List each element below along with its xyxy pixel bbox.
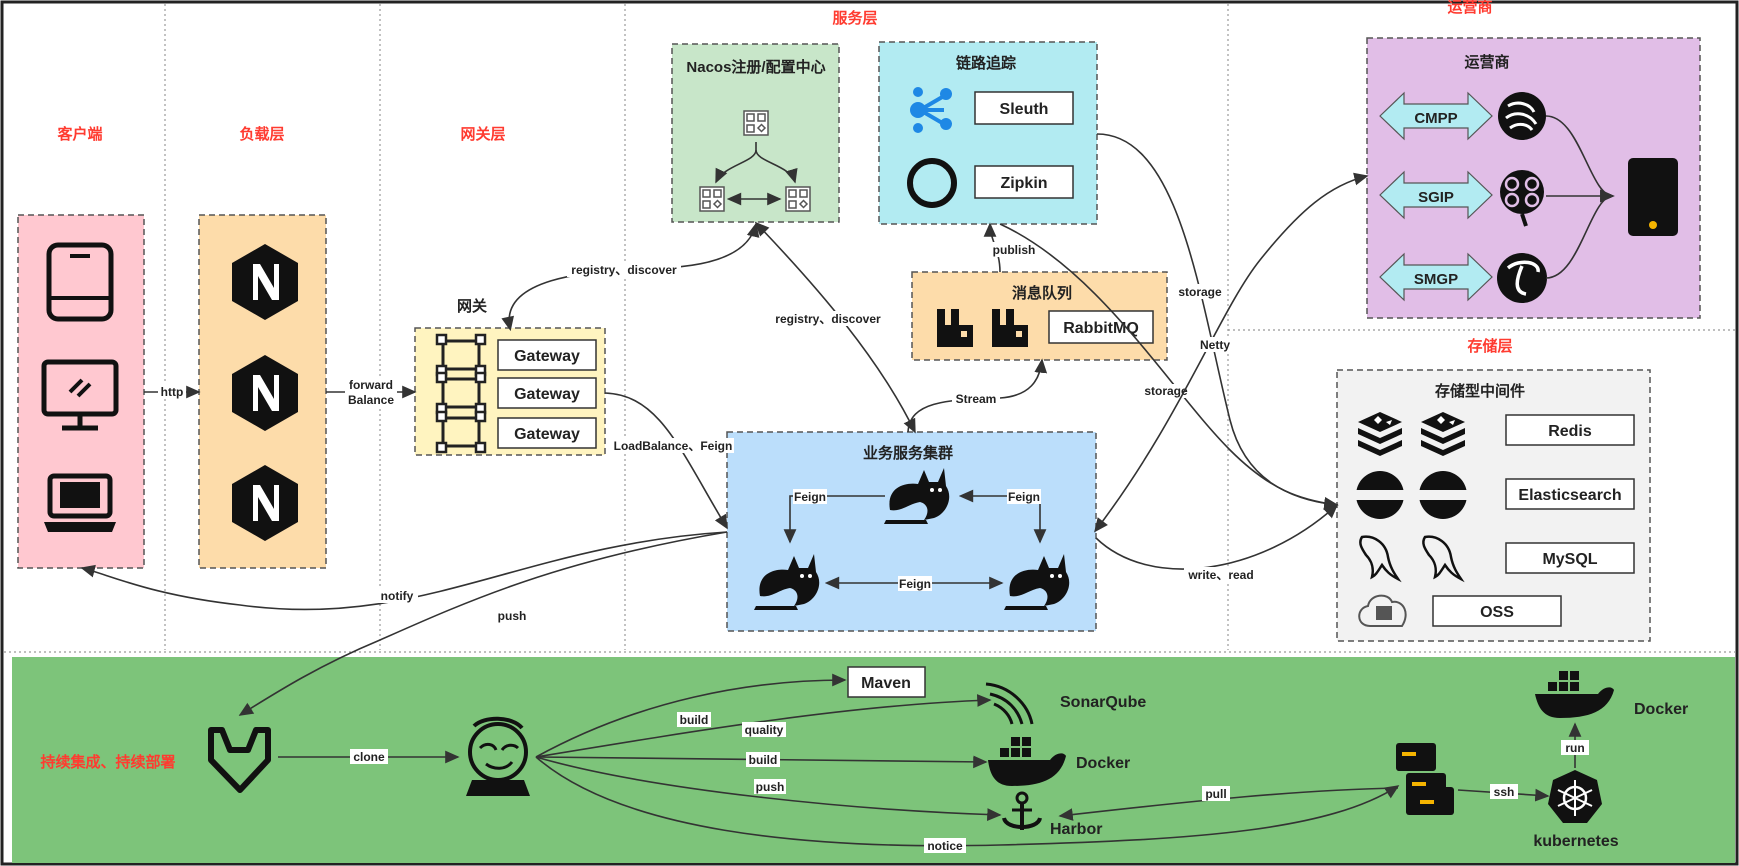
edge-label-loadbalance: LoadBalance、Feign [614,439,733,453]
edge-label-notify: notify [381,589,414,603]
smgp-arrow: SMGP [1379,252,1493,302]
edge-label-push: push [756,780,785,794]
gateway-label: Gateway [514,348,580,365]
tracing-title: 链路追踪 [956,54,1016,72]
docker-icon [988,737,1066,786]
maven-label: Maven [861,675,911,692]
china-mobile-icon [1498,92,1546,140]
edge-label-publish: publish [993,243,1036,257]
layer-title-client: 客户端 [56,125,102,143]
jenkins-icon [466,716,530,796]
edge-label-netty: Netty [1200,338,1230,352]
edge-label-write-read: write、read [1187,568,1253,582]
service-registry-icon [699,186,725,212]
tablet-icon [46,242,114,322]
layer-title-load: 负载层 [239,125,284,143]
cmpp-arrow: CMPP [1379,91,1493,141]
mysql-node[interactable]: MySQL [1505,542,1635,574]
sleuth-node[interactable]: Sleuth [974,91,1074,125]
edge-label-storage: storage [1178,285,1222,299]
edge-label-clone: clone [353,750,385,764]
zipkin-icon [907,158,957,208]
zipkin-node[interactable]: Zipkin [974,165,1074,199]
mq-title: 消息队列 [1012,284,1072,302]
edge-label-run: run [1565,741,1584,755]
laptop-icon [44,473,116,532]
edge-label-registry: registry、discover [775,312,881,326]
gateway-node[interactable]: Gateway [497,339,597,371]
layer-title-service: 服务层 [832,9,877,27]
layer-title-operator: 运营商 [1447,0,1492,16]
redis-label: Redis [1548,423,1592,440]
edge-label-push: push [498,609,527,623]
nacos-title: Nacos注册/配置中心 [686,58,825,76]
operator-box-title: 运营商 [1464,53,1509,71]
oss-node[interactable]: OSS [1432,595,1562,627]
gateway-label: Gateway [514,426,580,443]
elasticsearch-label: Elasticsearch [1518,487,1621,504]
gateway-node[interactable]: Gateway [497,417,597,449]
mysql-label: MySQL [1542,551,1597,568]
smgp-label: SMGP [1414,271,1458,288]
sleuth-icon [910,87,952,133]
edge-label-balance: Balance [348,393,394,407]
gateway-node[interactable]: Gateway [497,377,597,409]
cluster-title: 业务服务集群 [863,444,953,462]
server-icon [1396,743,1454,815]
china-telecom-icon [1497,253,1547,303]
edge-label-stream: Stream [956,392,997,406]
edge-label-http: http [161,385,184,399]
elasticsearch-node[interactable]: Elasticsearch [1505,478,1635,510]
sonarqube-label: SonarQube [1060,694,1146,711]
edge-label-registry: registry、discover [571,263,677,277]
service-registry-icon [743,110,769,136]
docker-label: Docker [1076,755,1130,772]
gateway-label: Gateway [514,386,580,403]
docker-label: Docker [1634,701,1688,718]
feign-label: Feign [899,577,931,591]
layer-title-storage: 存储层 [1467,337,1512,355]
oss-cloud-icon [1358,594,1407,627]
redis-node[interactable]: Redis [1505,414,1635,446]
edge-label-forward: forward [349,378,393,392]
sgip-arrow: SGIP [1379,170,1493,220]
edge-label-pull: pull [1205,787,1226,801]
edge-label-build: build [749,753,778,767]
edge-label-ssh: ssh [1494,785,1515,799]
china-unicom-icon [1500,170,1544,227]
storage-box-title: 存储型中间件 [1435,382,1525,400]
cmpp-label: CMPP [1414,110,1457,127]
edge-label-quality: quality [745,723,784,737]
feign-label: Feign [1008,490,1040,504]
kubernetes-icon [1548,770,1602,823]
harbor-anchor-icon [1002,791,1042,830]
service-registry-icon [785,186,811,212]
harbor-label: Harbor [1050,821,1102,838]
feign-label: Feign [794,490,826,504]
mobile-phone-icon [1628,158,1678,236]
docker-icon [1535,671,1614,718]
layer-title-gateway: 网关层 [460,125,505,143]
edge-label-build: build [680,713,709,727]
sgip-label: SGIP [1418,189,1454,206]
maven-node[interactable]: Maven [847,666,926,698]
layer-title-cicd: 持续集成、持续部署 [40,753,175,771]
sleuth-label: Sleuth [1000,101,1049,118]
section-separators [4,4,1737,653]
zipkin-label: Zipkin [1000,175,1047,192]
kubernetes-label: kubernetes [1533,833,1618,850]
gateway-box-title: 网关 [457,297,487,315]
oss-label: OSS [1480,604,1514,621]
edge-label-notice: notice [927,839,963,853]
sonarqube-icon [985,682,1034,725]
rabbitmq-node[interactable]: RabbitMQ [1048,310,1154,344]
gitlab-icon [208,727,271,793]
desktop-icon [41,359,119,431]
